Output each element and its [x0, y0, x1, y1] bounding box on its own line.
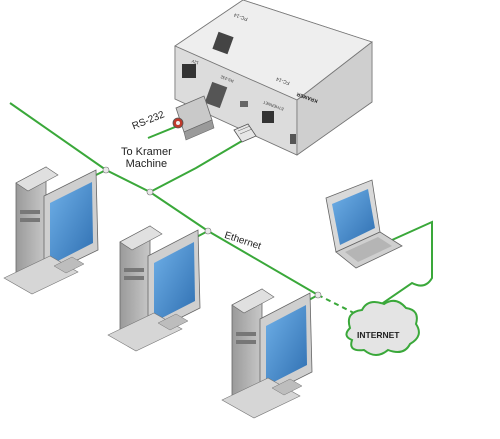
rs232-connector: [172, 95, 215, 141]
device-back-label: PC-14: [233, 11, 249, 22]
computer-1: [3, 166, 99, 295]
device-model-text: FC-14: [275, 75, 290, 85]
internet-label: INTERNET: [357, 330, 400, 340]
ethernet-to-device: [149, 137, 248, 193]
computer-3: [221, 288, 313, 419]
device-power-text: 12V: [191, 59, 200, 66]
to-kramer-machine-label: To Kramer Machine: [121, 146, 172, 170]
device-rs232-text: RS-232: [219, 74, 234, 84]
to-kramer-text: To Kramer: [121, 146, 172, 158]
kramer-device: [174, 0, 373, 156]
laptop: [325, 179, 403, 269]
network-nodes: [102, 166, 322, 299]
ethernet-plug: [233, 123, 257, 143]
computer-2: [107, 225, 201, 352]
laptop-link: [379, 220, 433, 306]
machine-text: Machine: [125, 158, 168, 170]
internet-cloud: [345, 299, 420, 356]
